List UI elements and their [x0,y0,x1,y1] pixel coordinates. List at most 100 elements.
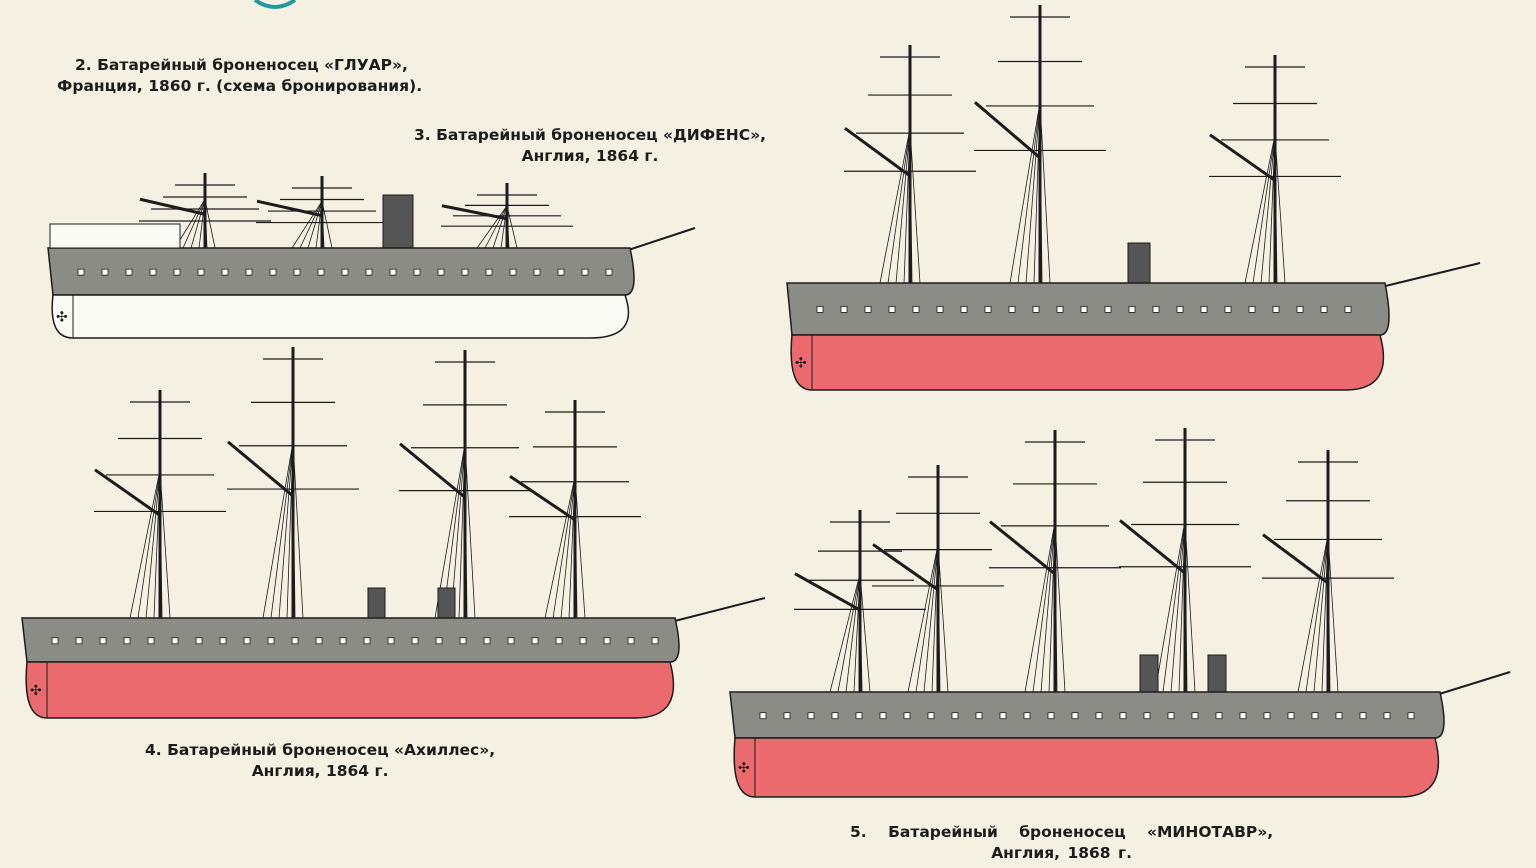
mast [872,465,1004,693]
ship-defence: ✣ [786,5,1481,391]
ship-achilles: ✣ [21,347,766,719]
shroud [484,205,508,249]
gun-port [999,712,1007,720]
gun-port [221,268,229,276]
gaff [974,101,1041,160]
gun-port [243,637,251,645]
gun-port [533,268,541,276]
gaff [872,543,939,592]
shroud [895,128,911,284]
blue-mark [253,0,297,9]
mast [227,347,359,619]
shroud [299,201,323,249]
shroud [1009,102,1041,284]
shroud [321,201,333,249]
gun-port [627,637,635,645]
gun-port [1056,305,1064,313]
gaff [227,440,294,498]
gun-port [912,305,920,313]
caption-defence: 3. Батарейный броненосец «ДИФЕНС», Англи… [414,125,766,167]
gun-port [951,712,959,720]
gun-port [291,637,299,645]
gaff [399,442,466,499]
gun-port [315,637,323,645]
shroud [1327,534,1339,693]
shroud [1184,520,1196,693]
gun-port [975,712,983,720]
gun-port [855,712,863,720]
mast [1262,450,1394,693]
gun-port [437,268,445,276]
funnel [1127,242,1151,284]
gun-port [1080,305,1088,313]
gun-port [1191,712,1199,720]
gun-port [75,637,83,645]
gaff [1262,533,1329,585]
hull-underwater [25,661,675,719]
gun-port [1407,712,1415,720]
gun-port [1167,712,1175,720]
gun-port [960,305,968,313]
shroud [937,544,949,693]
gun-port [1239,712,1247,720]
hull-underwater [51,294,630,339]
gaff [94,468,161,517]
gun-port [927,712,935,720]
mast [844,45,976,284]
mast [139,173,271,249]
gun-port [483,637,491,645]
gun-port [1263,712,1271,720]
gun-port [365,268,373,276]
gun-port [147,637,155,645]
caption-achilles-line2: Англия, 1864 г. [251,762,389,780]
gun-port [197,268,205,276]
gun-port [245,268,253,276]
gun-port [1215,712,1223,720]
gun-port [783,712,791,720]
gaff [441,204,508,221]
shroud [907,544,939,693]
funnel [1139,654,1159,693]
shroud [552,476,576,619]
shroud [1305,534,1329,693]
mast [974,5,1106,284]
gun-port [1176,305,1184,313]
gun-port [1152,305,1160,313]
shroud [915,544,939,693]
gun-port [1344,305,1352,313]
gun-port [888,305,896,313]
gun-port [1104,305,1112,313]
caption-achilles-line1: 4. Батарейный броненосец «Ахиллес», [145,741,496,759]
mast [94,390,226,619]
gaff [844,127,911,178]
gun-port [461,268,469,276]
gun-port [1047,712,1055,720]
shroud [129,469,161,619]
shroud [1017,102,1041,284]
gun-port [759,712,767,720]
gun-port [1008,305,1016,313]
shroud [1025,102,1041,284]
gun-port [459,637,467,645]
gun-port [1119,712,1127,720]
gun-port [101,268,109,276]
shroud [1252,134,1276,284]
shroud [204,199,216,249]
gun-port [51,637,59,645]
caption-gloire-line1: 2. Батарейный броненосец «ГЛУАР», [75,56,408,74]
gaff [256,199,323,218]
gun-port [1095,712,1103,720]
caption-minotaur-line1: 5. Батарейный броненосец «МИНОТАВР», [850,823,1274,841]
gun-port [435,637,443,645]
gun-port [1032,305,1040,313]
gun-port [411,637,419,645]
shroud [887,128,911,284]
shroud [1154,520,1186,693]
funnel [437,587,456,619]
caption-minotaur-line2: Англия, 1868 г. [991,844,1132,862]
shroud [1260,134,1276,284]
gaff [1209,133,1276,182]
shroud [560,476,576,619]
hull-underwater [790,334,1385,391]
